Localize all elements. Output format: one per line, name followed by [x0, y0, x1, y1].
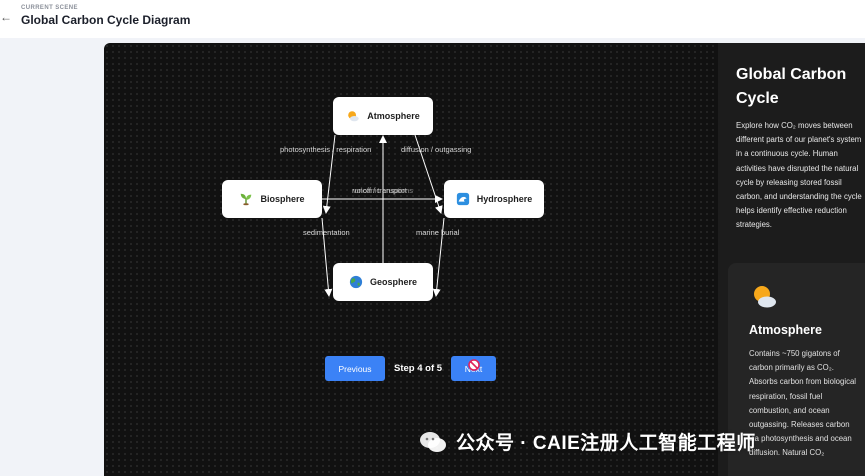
watermark-text: 公众号 · CAIE注册人工智能工程师	[456, 433, 756, 454]
node-label: Atmosphere	[367, 111, 420, 121]
node-label: Geosphere	[369, 277, 418, 287]
card-title: Atmosphere	[749, 323, 822, 337]
sun-cloud-icon	[348, 111, 359, 122]
panel-description: Explore how CO₂ moves between different …	[736, 121, 862, 230]
node-atmosphere[interactable]: Atmosphere	[333, 97, 433, 135]
edge-label-bio-hyd-a: runoff / transport	[352, 186, 407, 195]
seedling-icon	[241, 193, 252, 206]
no-entry-icon	[468, 359, 480, 371]
edge-label-bio-hyd-b: volcanic eruptions	[353, 186, 414, 195]
edge-label-bio-geo: sedimentation	[303, 228, 350, 237]
top-bar: ← CURRENT SCENE Global Carbon Cycle Diag…	[0, 0, 865, 38]
wechat-icon	[420, 431, 446, 452]
edge-layer	[321, 134, 445, 297]
node-biosphere[interactable]: Biosphere	[222, 180, 322, 218]
step-indicator: Step 4 of 5	[394, 363, 443, 374]
wave-icon	[456, 192, 469, 206]
node-hydrosphere[interactable]: Hydrosphere	[444, 180, 544, 218]
panel-title: Global Carbon Cycle	[736, 66, 847, 107]
edge-label-hyd-geo: marine burial	[416, 228, 460, 237]
edge-atm-bio	[322, 134, 336, 214]
detail-card: Atmosphere Contains ~750 gigatons of car…	[728, 263, 865, 476]
globe-icon	[349, 275, 363, 289]
scene-label: CURRENT SCENE	[21, 5, 78, 11]
node-label: Hydrosphere	[476, 194, 533, 204]
sun-cloud-icon	[754, 286, 776, 308]
edge-bio-geo	[321, 217, 333, 297]
edge-label-bio-atm: photosynthesis / respiration	[280, 145, 372, 154]
node-label: Biosphere	[260, 194, 305, 204]
node-geosphere[interactable]: Geosphere	[333, 263, 433, 301]
edge-label-hyd-atm: diffusion / outgassing	[401, 145, 472, 154]
watermark: 公众号 · CAIE注册人工智能工程师	[418, 428, 756, 455]
info-panel: Global Carbon Cycle Explore how CO₂ move…	[718, 43, 865, 476]
edge-hyd-geo	[432, 217, 445, 297]
diagram-stage: photosynthesis / respiration diffusion /…	[104, 43, 865, 476]
page-title: Global Carbon Cycle Diagram	[21, 13, 191, 27]
card-description: Contains ~750 gigatons of carbon primari…	[749, 349, 857, 458]
back-arrow-icon[interactable]: ←	[0, 10, 12, 24]
previous-button[interactable]: Previous	[325, 356, 385, 381]
